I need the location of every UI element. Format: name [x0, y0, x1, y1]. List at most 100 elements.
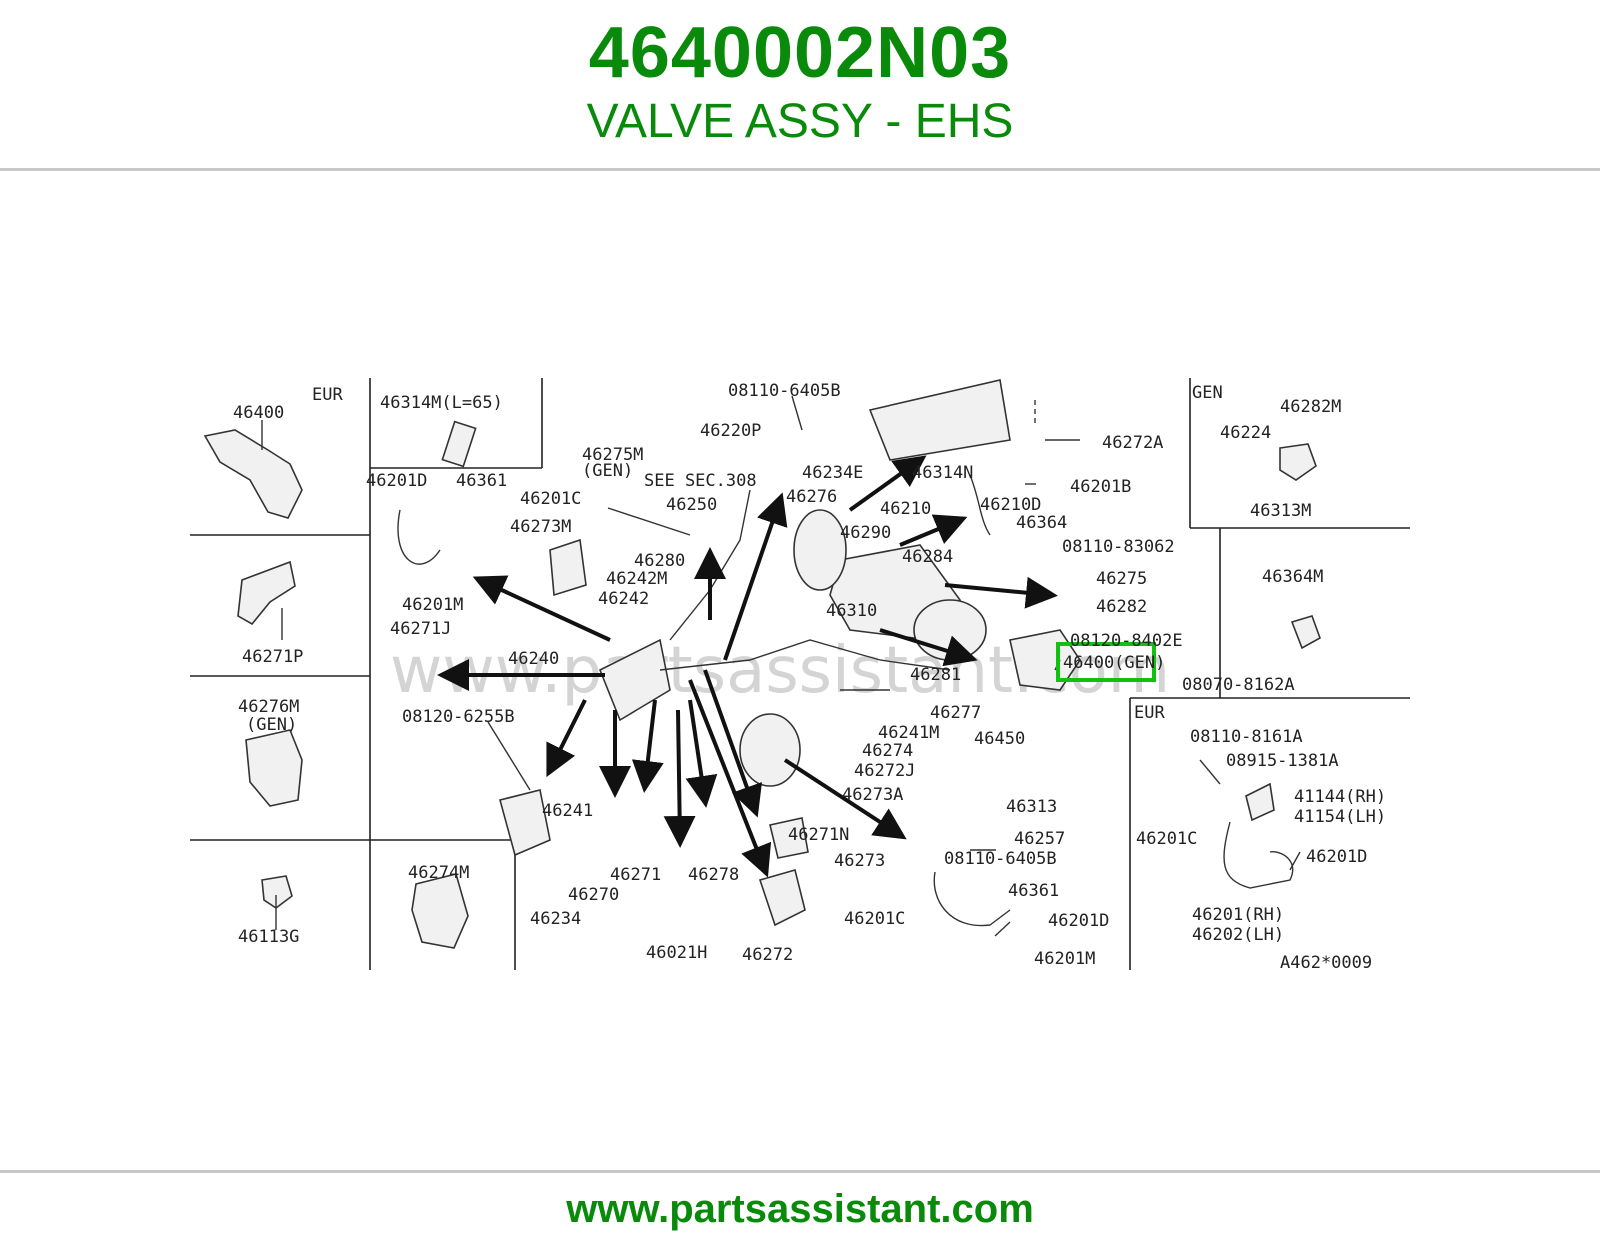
label-46224: 46224 — [1220, 423, 1271, 443]
parts-diagram: www.partsassistant.com — [190, 340, 1410, 1010]
clip-46274m-drawing — [411, 873, 469, 949]
highlight-box — [1056, 642, 1156, 682]
label-46274m: 46274M — [408, 863, 469, 883]
label-46271n: 46271N — [788, 825, 849, 845]
label-46201m-bottom: 46201M — [1034, 949, 1095, 969]
eur-tag-right: EUR — [1134, 703, 1165, 723]
label-08110-6405b-top: 08110-6405B — [728, 381, 841, 401]
label-46201b: 46201B — [1070, 477, 1131, 497]
main-labels: 08110-6405B 46220P 46234E 46272A 46314N … — [366, 381, 1295, 969]
label-46275: 46275 — [1096, 569, 1147, 589]
label-gen-46275m: (GEN) — [582, 461, 633, 481]
label-46201d-left: 46201D — [366, 471, 427, 491]
clip-46113g-drawing — [261, 875, 293, 909]
label-46313m: 46313M — [1250, 501, 1311, 521]
label-46201m-left: 46201M — [402, 595, 463, 615]
label-46278: 46278 — [688, 865, 739, 885]
label-46240: 46240 — [508, 649, 559, 669]
arrow-to-46272 — [688, 679, 772, 878]
arrow-to-46276 — [723, 492, 788, 661]
label-46234: 46234 — [530, 909, 581, 929]
label-46272a: 46272A — [1102, 433, 1163, 453]
label-46201d-eur: 46201D — [1306, 847, 1367, 867]
label-46272: 46272 — [742, 945, 793, 965]
label-08120-6255b: 08120-6255B — [402, 707, 515, 727]
label-46270: 46270 — [568, 885, 619, 905]
part-46364m-drawing — [1290, 615, 1321, 650]
left-panel-labels: 46400 46271P 46276M (GEN) 46113G 46274M … — [233, 393, 503, 947]
label-46276m: 46276M — [238, 697, 299, 717]
label-46282m: 46282M — [1280, 397, 1341, 417]
label-46113g: 46113G — [238, 927, 299, 947]
label-46313: 46313 — [1006, 797, 1057, 817]
label-46361-left: 46361 — [456, 471, 507, 491]
gen-tag-right: GEN — [1192, 383, 1223, 403]
arrow-to-46271 — [631, 699, 664, 793]
hose-46314m-drawing — [441, 420, 477, 468]
label-46284: 46284 — [902, 547, 953, 567]
right-panel-labels: 46282M 46224 46313M 46364M 08110-8161A 0… — [1136, 397, 1386, 973]
part-title: VALVE ASSY - EHS — [586, 95, 1014, 148]
label-diagram-code: A462*0009 — [1280, 953, 1372, 973]
label-08915-1381a: 08915-1381A — [1226, 751, 1339, 771]
label-46201-rh: 46201(RH) — [1192, 905, 1284, 925]
leader-lines — [261, 395, 1301, 937]
label-46201c-bottom: 46201C — [844, 909, 905, 929]
arrow-to-46273 — [703, 669, 762, 818]
label-46257: 46257 — [1014, 829, 1065, 849]
label-46314n: 46314N — [912, 463, 973, 483]
part-46313m-drawing — [1279, 443, 1317, 481]
brake-pipe-eur-drawing — [1223, 821, 1294, 889]
label-46021h: 46021H — [646, 943, 707, 963]
page-footer: www.partsassistant.com — [0, 1170, 1600, 1243]
label-08110-83062: 08110-83062 — [1062, 537, 1175, 557]
central-assembly — [397, 379, 1081, 927]
label-46271p: 46271P — [242, 647, 303, 667]
label-41144-rh: 41144(RH) — [1294, 787, 1386, 807]
eur-tag-left: EUR — [312, 385, 343, 405]
label-46280: 46280 — [634, 551, 685, 571]
label-46242m: 46242M — [606, 569, 667, 589]
label-46202-lh: 46202(LH) — [1192, 925, 1284, 945]
arrow-to-46201c-lower — [783, 758, 907, 840]
parts-diagram-svg: www.partsassistant.com — [190, 378, 1410, 973]
clip-46276m-drawing — [245, 729, 303, 807]
label-46275m: 46275M — [582, 445, 643, 465]
label-08070-8162a: 08070-8162A — [1182, 675, 1295, 695]
highlighted-part-label: 46400(GEN) — [1063, 653, 1165, 673]
label-46201d-bottom: 46201D — [1048, 911, 1109, 931]
label-08120-8402e: 08120-8402E — [1070, 631, 1183, 651]
label-46272j: 46272J — [854, 761, 915, 781]
label-46234e: 46234E — [802, 463, 863, 483]
clip-46272-drawing — [758, 869, 806, 927]
label-46276: 46276 — [786, 487, 837, 507]
label-46210d: 46210D — [980, 495, 1041, 515]
label-46273: 46273 — [834, 851, 885, 871]
bracket-41144-drawing — [1245, 782, 1275, 822]
site-url-link[interactable]: www.partsassistant.com — [566, 1187, 1034, 1231]
arrow-to-46314n — [848, 455, 927, 512]
label-46201c-eur: 46201C — [1136, 829, 1197, 849]
label-46400-eur: 46400 — [233, 403, 284, 423]
pointer-arrows — [437, 455, 1058, 878]
brake-hose-46201m-drawing — [397, 509, 441, 565]
brake-line-main-drawing — [659, 639, 951, 671]
label-46290: 46290 — [840, 523, 891, 543]
label-08110-6405b-bottom: 08110-6405B — [944, 849, 1057, 869]
label-46314m: 46314M(L=65) — [380, 393, 503, 413]
booster-bracket-drawing — [598, 638, 671, 722]
label-46277: 46277 — [930, 703, 981, 723]
part-number: 4640002N03 — [588, 13, 1012, 93]
label-46201c-left: 46201C — [520, 489, 581, 509]
clip-46273-drawing — [769, 817, 809, 859]
label-46361-bottom: 46361 — [1008, 881, 1059, 901]
label-46450: 46450 — [974, 729, 1025, 749]
label-see-sec-308: SEE SEC.308 — [644, 471, 757, 491]
label-46241m: 46241M — [878, 723, 939, 743]
label-46282: 46282 — [1096, 597, 1147, 617]
label-41154-lh: 41154(LH) — [1294, 807, 1386, 827]
arrow-to-46278 — [685, 699, 718, 808]
arrow-to-46021h — [663, 709, 696, 848]
right-panel — [1129, 378, 1410, 970]
label-46364m: 46364M — [1262, 567, 1323, 587]
